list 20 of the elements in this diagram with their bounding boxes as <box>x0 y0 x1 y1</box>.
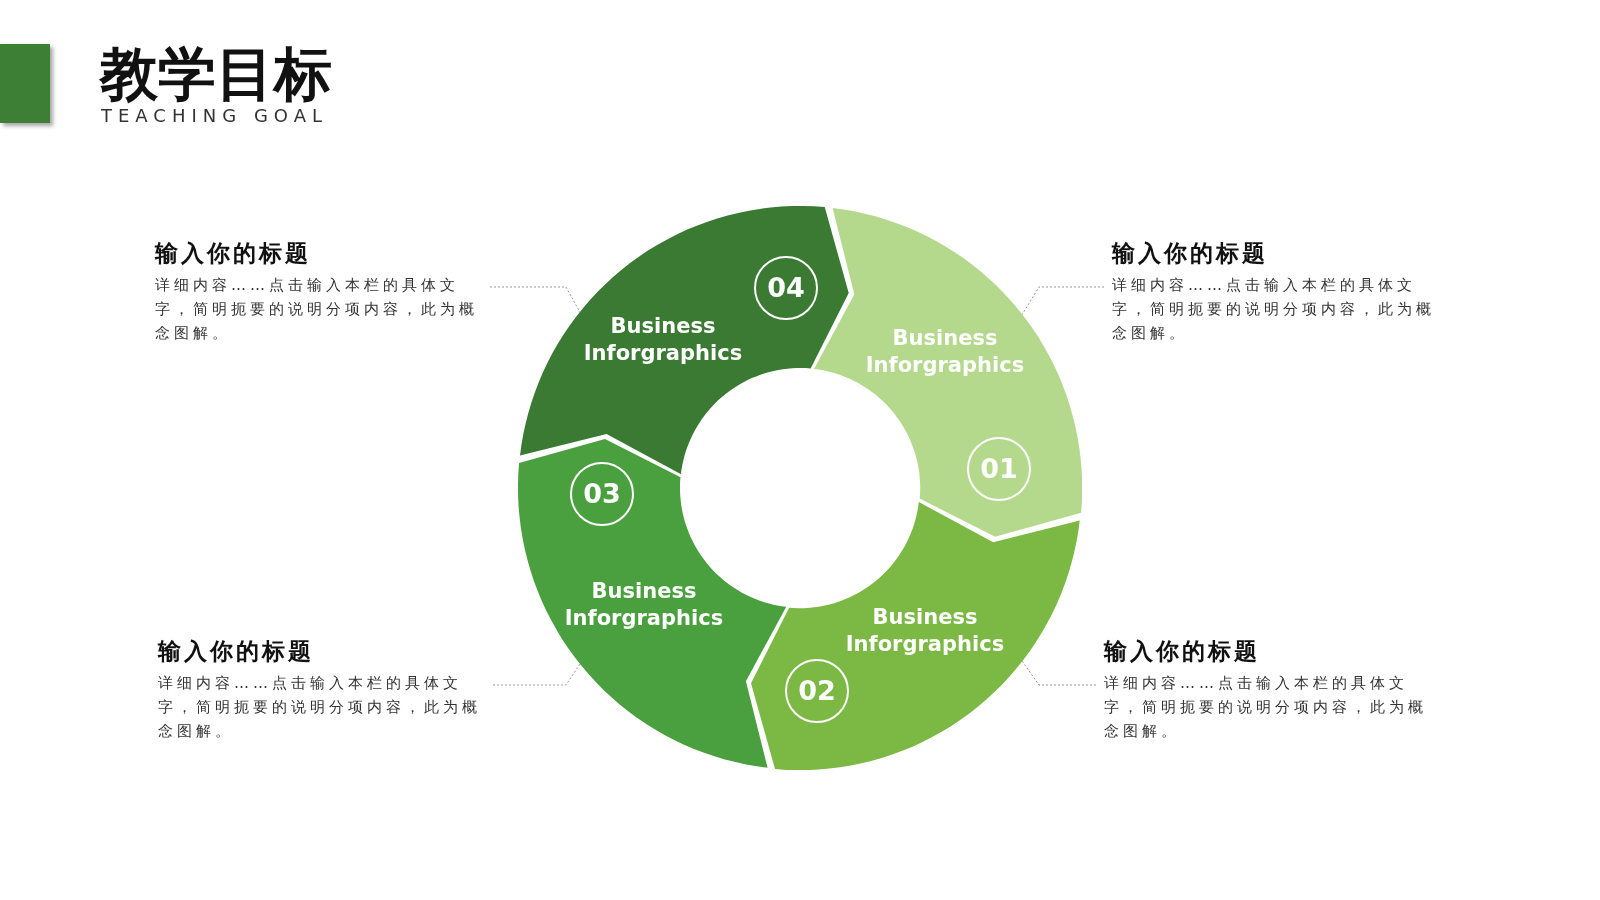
segment-label: Business Inforgraphics <box>582 313 744 367</box>
number-badge: 02 <box>785 659 849 723</box>
description: 详细内容……点击输入本栏的具体文字，简明扼要的说明分项内容，此为概念图解。 <box>1112 275 1436 344</box>
heading: 输入你的标题 <box>158 637 315 666</box>
segment-label: Business Inforgraphics <box>844 604 1006 658</box>
ring-segment <box>751 501 1081 770</box>
number-badge: 03 <box>570 462 634 526</box>
heading: 输入你的标题 <box>1104 637 1261 666</box>
heading: 输入你的标题 <box>155 239 312 268</box>
number-badge: 01 <box>967 437 1031 501</box>
ring-segment <box>518 439 787 769</box>
description: 详细内容……点击输入本栏的具体文字，简明扼要的说明分项内容，此为概念图解。 <box>1104 673 1428 742</box>
segment-label: Business Inforgraphics <box>563 578 725 632</box>
description: 详细内容……点击输入本栏的具体文字，简明扼要的说明分项内容，此为概念图解。 <box>155 275 479 344</box>
description: 详细内容……点击输入本栏的具体文字，简明扼要的说明分项内容，此为概念图解。 <box>158 673 482 742</box>
segment-label: Business Inforgraphics <box>864 325 1026 379</box>
number-badge: 04 <box>754 256 818 320</box>
ring-segment <box>813 207 1082 537</box>
ring-segment <box>519 206 849 475</box>
heading: 输入你的标题 <box>1112 239 1269 268</box>
